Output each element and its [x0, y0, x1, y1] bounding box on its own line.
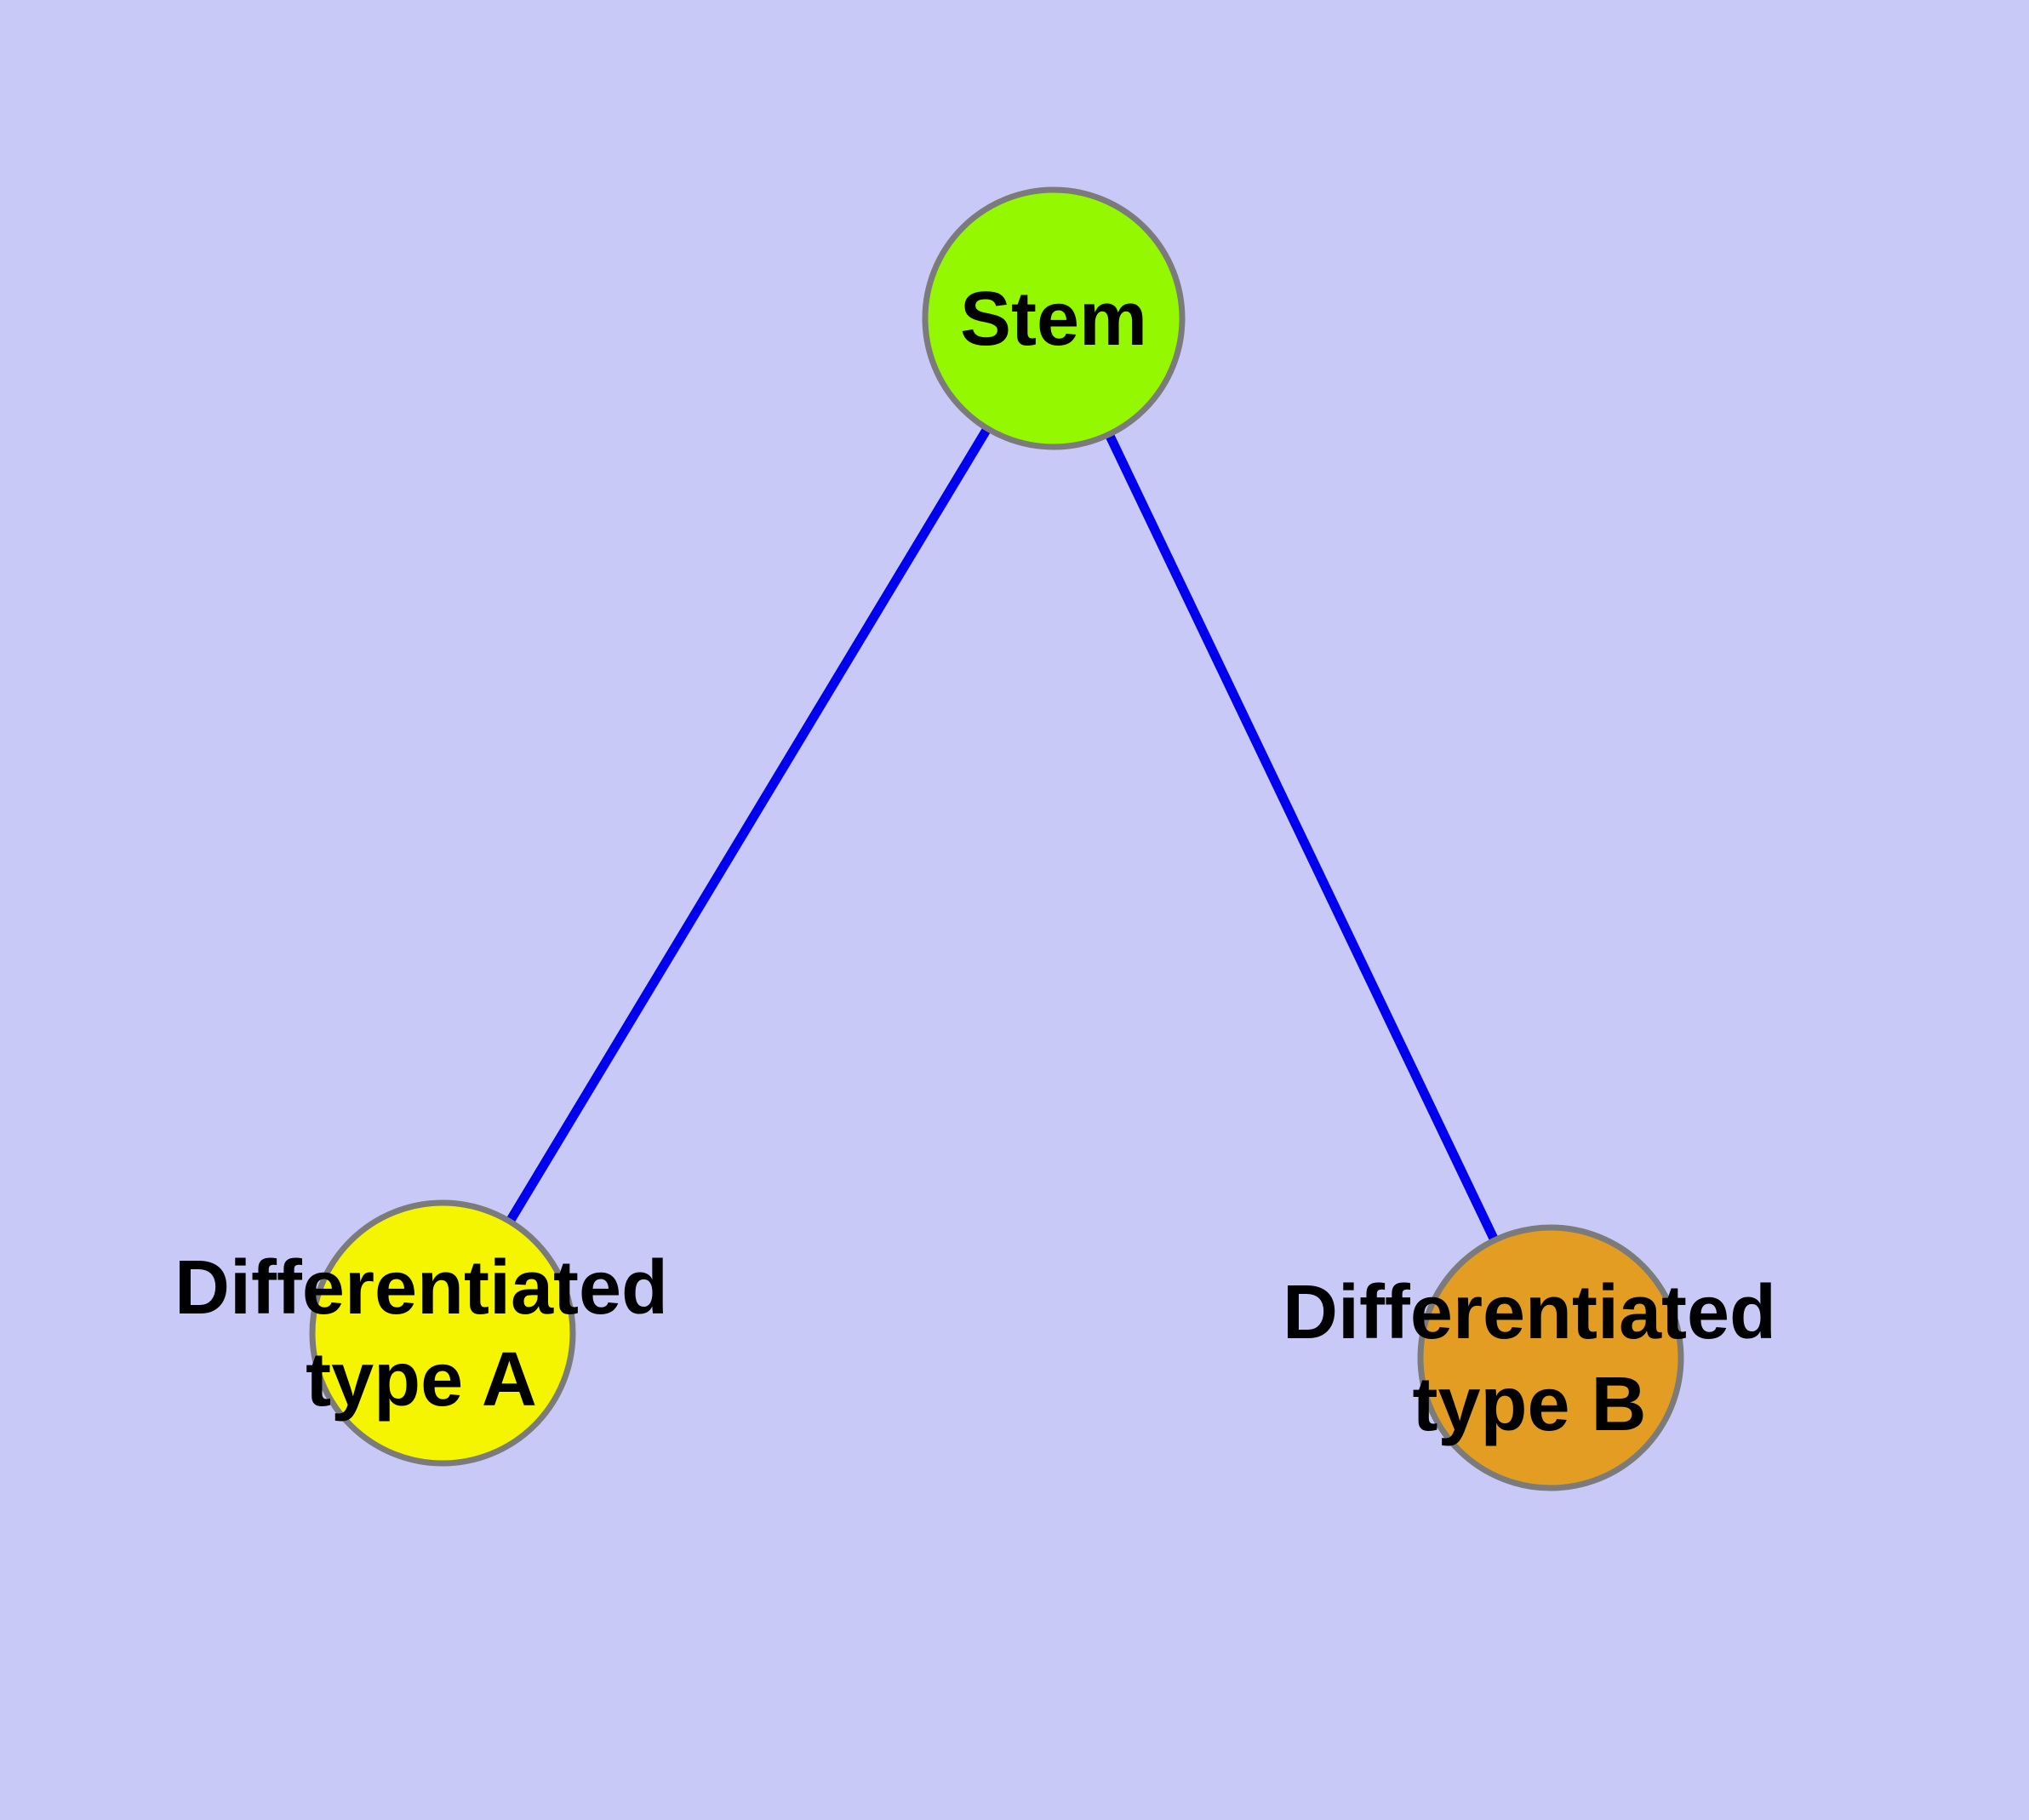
node-label-type-a-line1: Differentiated	[174, 1245, 668, 1331]
node-label-stem: Stem	[960, 277, 1147, 362]
node-label-type-a-line2: type A	[306, 1337, 537, 1422]
node-differentiated-type-b	[1417, 1224, 1684, 1491]
edge-stem-to-type-a	[438, 316, 1058, 1336]
node-label-type-b-line2: type B	[1412, 1362, 1646, 1447]
edge-stem-to-type-b	[1049, 316, 1555, 1360]
node-label-type-b-line1: Differentiated	[1283, 1270, 1776, 1355]
node-stem	[922, 186, 1186, 450]
node-differentiated-type-a	[309, 1199, 576, 1467]
